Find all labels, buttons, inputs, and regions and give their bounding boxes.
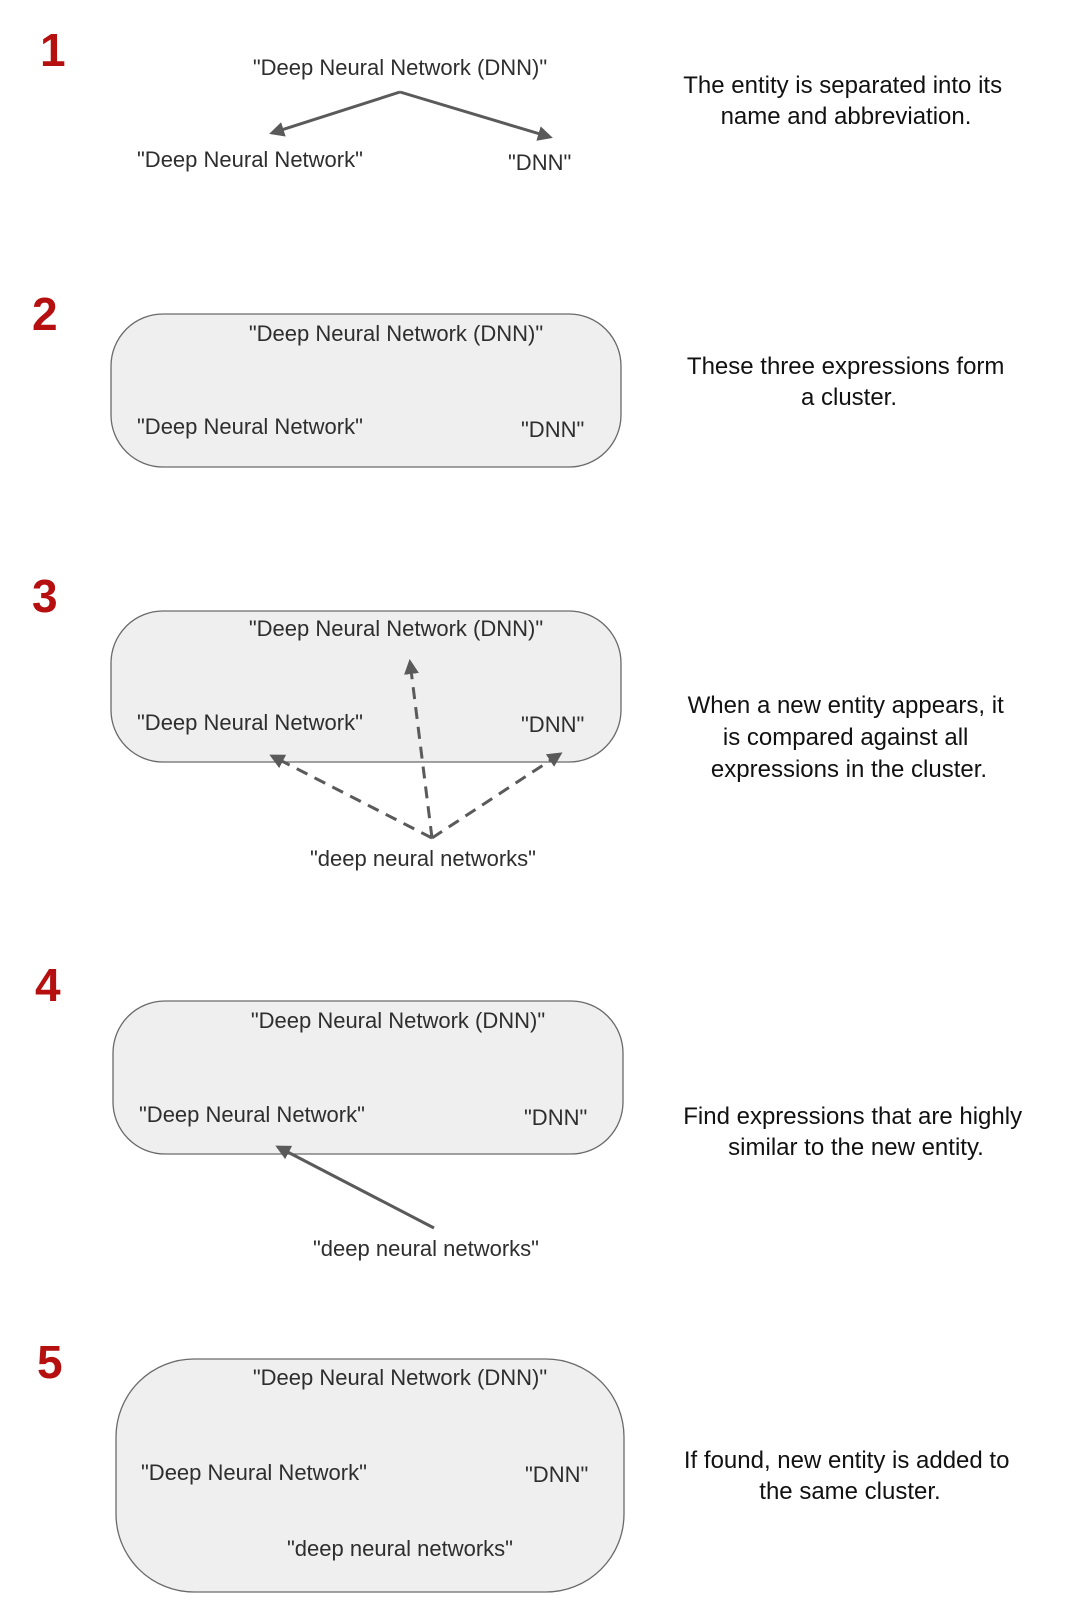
step-4-number: 4 [35,959,61,1011]
step-2-name: "Deep Neural Network" [137,414,363,439]
step-4-similarity-arrow [275,1145,435,1230]
step-4-abbreviation: "DNN" [524,1105,587,1130]
step-3-entity: "Deep Neural Network (DNN)" [249,616,543,641]
step-5-new-entity: "deep neural networks" [287,1536,513,1561]
step-2-number: 2 [32,288,58,340]
step-3-compare-arrow-name [269,754,433,840]
step-5-name: "Deep Neural Network" [141,1460,367,1485]
step-4-entity: "Deep Neural Network (DNN)" [251,1008,545,1033]
step-2-abbreviation: "DNN" [521,417,584,442]
step-5-abbreviation: "DNN" [525,1462,588,1487]
step-3-number: 3 [32,570,58,622]
step-3: 3 "Deep Neural Network (DNN)" "Deep Neur… [32,570,1011,871]
step-2-description: These three expressions form a cluster. [687,353,1011,411]
step-2: 2 "Deep Neural Network (DNN)" "Deep Neur… [32,288,1011,468]
step-1-description: The entity is separated into its name an… [683,72,1009,130]
step-3-cluster [110,610,622,763]
step-1-number: 1 [40,24,66,76]
step-3-abbreviation: "DNN" [521,712,584,737]
step-3-compare-arrow-entity [404,659,434,839]
step-2-cluster [110,313,622,468]
step-5: 5 "Deep Neural Network (DNN)" "Deep Neur… [37,1336,1016,1593]
step-5-cluster [115,1358,625,1593]
step-4: 4 "Deep Neural Network (DNN)" "Deep Neur… [35,959,1029,1261]
step-5-entity: "Deep Neural Network (DNN)" [253,1365,547,1390]
step-4-name: "Deep Neural Network" [139,1102,365,1127]
step-4-cluster [112,1000,624,1155]
step-1-name: "Deep Neural Network" [137,147,363,172]
step-5-description: If found, new entity is added to the sam… [684,1447,1016,1505]
step-5-number: 5 [37,1336,63,1388]
step-2-entity: "Deep Neural Network (DNN)" [249,321,543,346]
step-1: 1 "Deep Neural Network (DNN)" "Deep Neur… [40,24,1009,175]
step-1-split-arrow-name [269,90,401,137]
step-3-description: When a new entity appears, it is compare… [688,692,1011,783]
step-3-compare-arrow-abbreviation [431,752,563,840]
step-1-split-arrow-abbreviation [399,90,553,141]
step-3-new-entity: "deep neural networks" [310,846,536,871]
step-1-entity: "Deep Neural Network (DNN)" [253,55,547,80]
step-4-new-entity: "deep neural networks" [313,1236,539,1261]
step-1-abbreviation: "DNN" [508,150,571,175]
step-4-description: Find expressions that are highly similar… [683,1103,1029,1161]
step-3-name: "Deep Neural Network" [137,710,363,735]
